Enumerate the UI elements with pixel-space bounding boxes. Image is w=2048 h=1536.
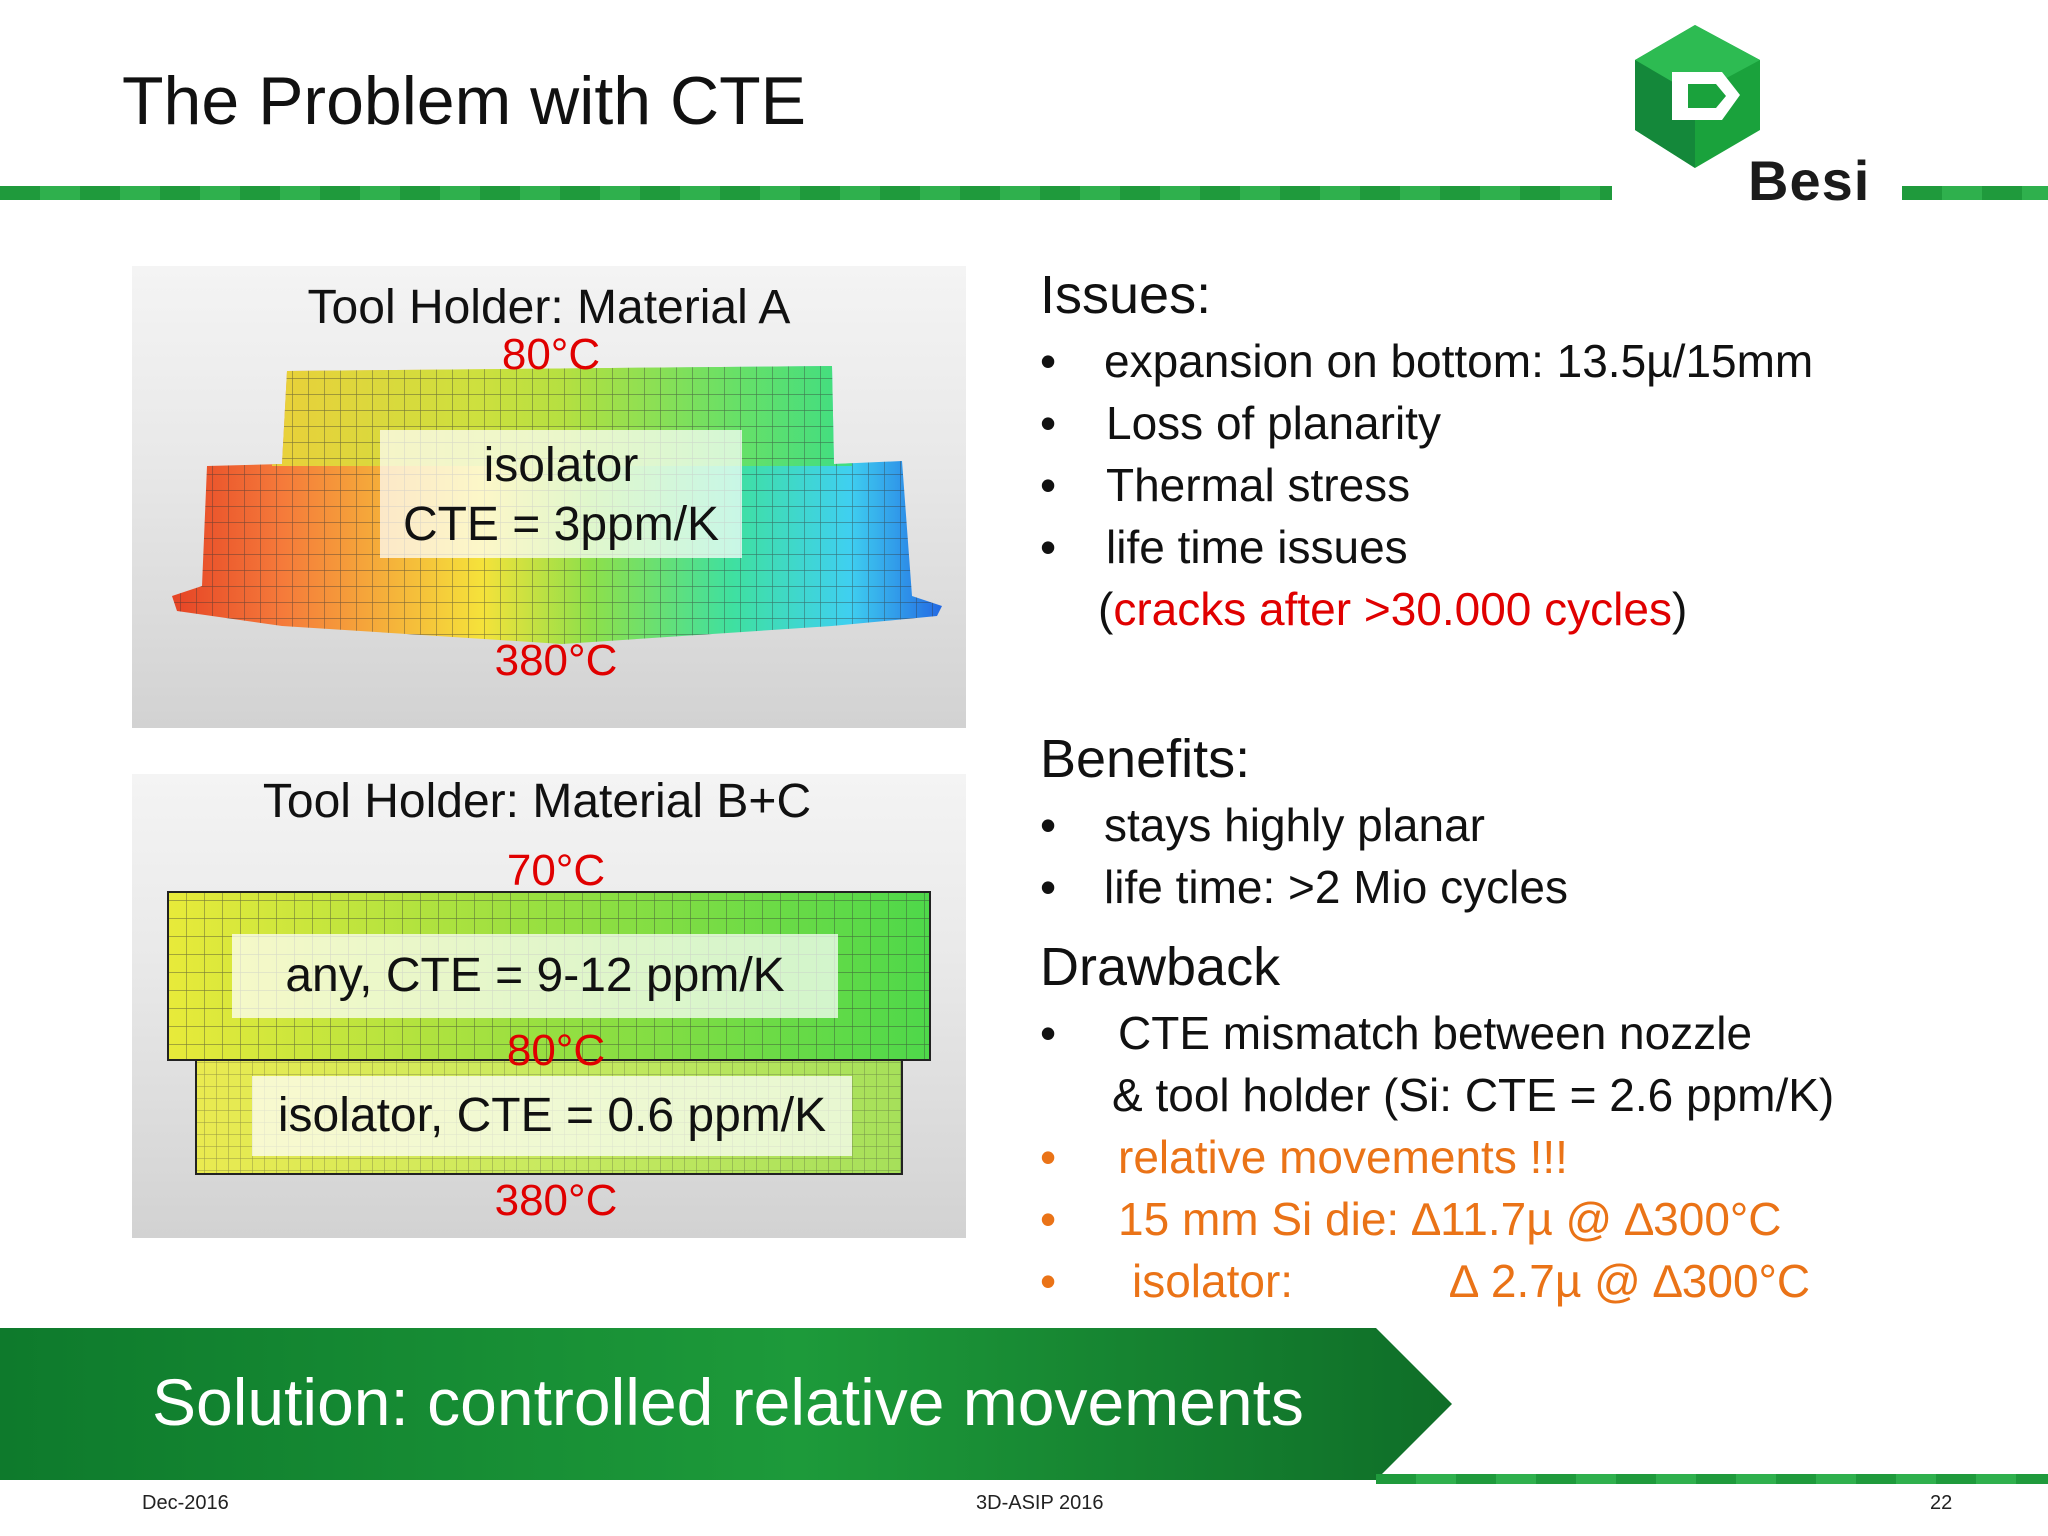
bullet-icon: • [1040,1007,1057,1059]
bullet-icon: • [1040,861,1057,913]
benefits-heading: Benefits: [1040,729,1251,789]
drawback-orange-item: relative movements !!! [1118,1131,1568,1183]
bullet-icon: • [1040,335,1057,387]
drawback-heading: Drawback [1040,937,1281,997]
issue-item: Thermal stress [1106,459,1411,511]
drawback-isolator-label: isolator: [1132,1255,1294,1307]
panel-a-title: Tool Holder: Material A [307,281,791,334]
slide-title: The Problem with CTE [122,63,806,139]
panel-a-temp-top: 80°C [501,330,601,379]
panel-material-a: Tool Holder: Material A 80°C isolator CT… [132,266,966,728]
issues-note: (cracks after >30.000 cycles) [1098,582,1687,636]
panel-a-label-line2: CTE = 3ppm/K [402,498,720,551]
benefit-item: stays highly planar [1104,799,1485,851]
footer-stripe [1376,1474,2048,1484]
issue-item: life time issues [1106,521,1408,573]
drawback-item-line2: & tool holder (Si: CTE = 2.6 ppm/K) [1112,1069,1835,1121]
issue-item: expansion on bottom: 13.5µ/15mm [1104,335,1814,387]
panel-a-label-line1: isolator [483,439,639,492]
bullet-icon: • [1040,799,1057,851]
cracks-note: cracks after >30.000 cycles [1113,583,1672,635]
panel-a-temp-bottom: 380°C [494,636,618,685]
panel-bc-temp-bottom: 380°C [494,1176,618,1225]
bullet-icon: • [1040,1193,1057,1245]
note-open: ( [1098,583,1114,635]
bullet-icon: • [1040,397,1057,449]
bullet-icon: • [1040,459,1057,511]
panel-bc-temp-top: 70°C [506,846,606,895]
footer-event: 3D-ASIP 2016 [976,1492,1104,1514]
drawback-isolator-value: ∆ 2.7µ @ ∆300°C [1450,1255,1811,1307]
bullet-icon: • [1040,521,1057,573]
header-stripe-right [1902,186,2048,200]
issues-heading: Issues: [1040,265,1212,325]
footer-date: Dec-2016 [142,1492,229,1514]
drawback-item-line1: CTE mismatch between nozzle [1118,1007,1753,1059]
drawback-orange-item: 15 mm Si die: ∆11.7µ @ ∆300°C [1118,1193,1782,1245]
panel-bc-upper-label: any, CTE = 9-12 ppm/K [232,934,838,1018]
note-close: ) [1671,583,1688,635]
panel-bc-temp-mid: 80°C [506,1026,606,1075]
bullet-icon: • [1040,1131,1057,1183]
footer-page-number: 22 [1930,1492,1953,1514]
bullet-icon: • [1040,1255,1057,1307]
panel-bc-title: Tool Holder: Material B+C [262,775,812,828]
benefit-item: life time: >2 Mio cycles [1104,861,1568,913]
panel-bc-lower-label: isolator, CTE = 0.6 ppm/K [252,1076,852,1156]
header-stripe-left [0,186,1612,200]
panel-a-isolator-label: isolator CTE = 3ppm/K [380,430,742,558]
solution-text: Solution: controlled relative movements [152,1365,1304,1439]
issue-item: Loss of planarity [1106,397,1441,449]
solution-banner [0,1328,1452,1480]
logo-text: Besi [1748,149,1871,212]
panel-material-bc: Tool Holder: Material B+C 70°C any, CTE … [132,774,966,1238]
besi-logo: Besi [1630,20,1871,212]
besi-logo-icon [1635,25,1760,168]
